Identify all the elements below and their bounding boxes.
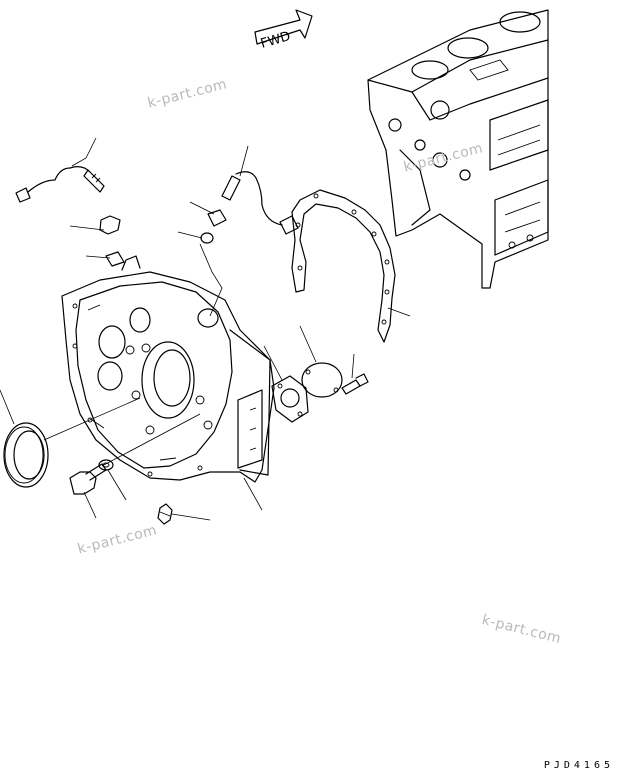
- drain-fitting: [157, 503, 173, 525]
- speed-sensor-left: [15, 166, 125, 267]
- cover-bolt: [341, 373, 369, 395]
- leader-lines: [0, 137, 411, 521]
- washer: [98, 459, 114, 471]
- forward-arrow: FWD: [254, 9, 313, 52]
- round-cover: [301, 362, 343, 398]
- oil-seal: [3, 422, 49, 488]
- speed-sensor-middle: [200, 171, 299, 244]
- flywheel-housing: [61, 255, 275, 483]
- forward-arrow-label: FWD: [259, 29, 292, 52]
- drawing-code: PJD4165: [543, 760, 614, 771]
- engine-block: [367, 9, 549, 289]
- flywheel-housing-gasket: [291, 189, 396, 343]
- cover-plate: [271, 375, 309, 423]
